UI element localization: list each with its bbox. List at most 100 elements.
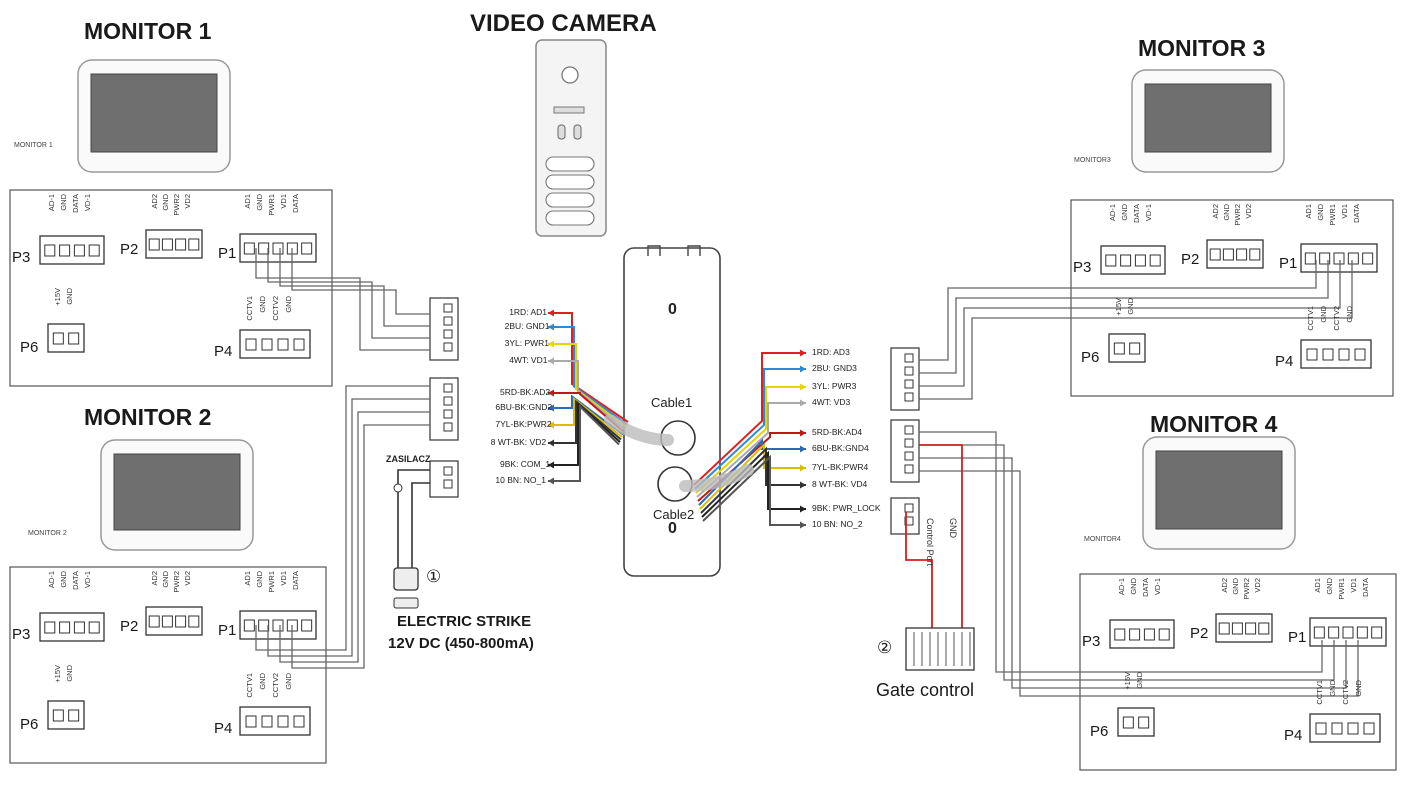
monitor3-wire [919, 260, 1317, 361]
cable1-wire [548, 326, 628, 426]
monitor3-p3-pin-label: AD-1 [1108, 204, 1117, 222]
monitor4-p3-pin-label: AD-1 [1117, 578, 1126, 596]
monitor3-p3-pin [1134, 254, 1146, 267]
monitor1-p1-pin-label: GND [255, 194, 264, 211]
strike-line1: ELECTRIC STRIKE [397, 613, 532, 630]
left-block-monitor2-pin [443, 396, 453, 406]
cable1-arrow [548, 309, 554, 317]
cable1-label-5: 5RD-BK:AD2 [500, 387, 551, 397]
monitor2-p2-pin-label: GND [161, 571, 170, 588]
monitor4-p4-pin-label: GND [1354, 680, 1363, 697]
monitor4-p6-label: P6 [1090, 723, 1109, 740]
monitor1-p2-pin-label: PWR2 [172, 194, 181, 216]
monitor2-caption: MONITOR 2 [28, 530, 67, 537]
monitor4-p1-pin [1371, 626, 1383, 639]
control-unit-tabs [647, 245, 701, 256]
monitor4-p3-pin-label: GND [1129, 578, 1138, 595]
monitor1-p6-pin [52, 332, 64, 345]
monitor2-p1-pin [301, 619, 313, 632]
monitor2-p2-pin [161, 615, 173, 628]
monitor4-p2-pin [1218, 622, 1230, 635]
monitor2-p3-pin-label: GND [59, 571, 68, 588]
cable1-arrow [548, 421, 554, 429]
monitor3-p1-label: P1 [1279, 255, 1298, 272]
monitor1-p6-pin-label: GND [65, 288, 74, 305]
monitor2-p1-pin [243, 619, 255, 632]
monitor2-p4-pin-label: CCTV2 [271, 673, 280, 698]
monitor4-p6-pin-label: GND [1135, 672, 1144, 689]
right-block-monitor3-pin [904, 379, 914, 389]
monitor4-wire [919, 431, 1323, 673]
monitor3-title: MONITOR 3 [1138, 35, 1266, 61]
monitor2-p2-pin [175, 615, 187, 628]
gate-number: ② [877, 638, 893, 657]
right-block-monitor3-pin [904, 366, 914, 376]
monitor2-p1-pin [272, 619, 284, 632]
monitor2-p2-label: P2 [120, 618, 139, 635]
monitor3-p1-pin-label: AD1 [1304, 204, 1313, 219]
monitor2-p4-pin [293, 715, 305, 728]
monitor2-p3-pin-label: VD-1 [83, 571, 92, 589]
monitor4-wire [919, 444, 1335, 681]
camera-title: VIDEO CAMERA [470, 10, 657, 37]
cable2-arrow [800, 383, 806, 391]
monitor2-p3-pin [59, 621, 71, 634]
cable1-arrow [548, 439, 554, 447]
monitor3-p4-pin [1322, 348, 1334, 361]
right-block-gate-pin [904, 516, 914, 526]
monitor1-p2-pin [175, 238, 187, 251]
monitor1-p6-pin [68, 332, 80, 345]
monitor2-p3-pin-label: AD-1 [47, 571, 56, 589]
cable1-arrow [548, 357, 554, 365]
camera-lens [561, 66, 579, 84]
cable1-arrow [548, 323, 554, 331]
monitor3-p4-label: P4 [1275, 353, 1294, 370]
monitor1-p3-pin [59, 244, 71, 257]
right-block-monitor3-pin [904, 392, 914, 402]
cable2-label-8: 8 WT-BK: VD4 [812, 479, 868, 489]
left-block-monitor2-pin [443, 383, 453, 393]
monitor3-p1-pin-label: VD1 [1340, 204, 1349, 219]
monitor3-p3-label: P3 [1073, 259, 1092, 276]
right-block-gate-pin [904, 503, 914, 513]
monitor1-title: MONITOR 1 [84, 18, 212, 44]
monitor3-p6-pin [1113, 342, 1125, 355]
cable2-label-9: 9BK: PWR_LOCK [812, 503, 881, 513]
cable2-wire [694, 368, 806, 490]
monitor3-p1-pin [1362, 252, 1374, 265]
monitor4-p1-pin [1342, 626, 1354, 639]
monitor4-p4-pin [1347, 722, 1359, 735]
monitor4-p1-pin-label: GND [1325, 578, 1334, 595]
cable1-wire [548, 343, 627, 428]
cable1-sheath [604, 414, 674, 446]
camera-speaker [553, 106, 585, 114]
monitor3-screen [1144, 83, 1272, 153]
monitor3-p6-pin [1129, 342, 1141, 355]
monitor4-p4-pin [1363, 722, 1375, 735]
cable2-label-4: 4WT: VD3 [812, 397, 851, 407]
monitor1-p1-pin-label: AD1 [243, 194, 252, 209]
monitor3-p1-pin-label: PWR1 [1328, 204, 1337, 226]
monitor1-p4-pin-label: GND [258, 296, 267, 313]
monitor2-p2-pin-label: AD2 [150, 571, 159, 586]
cable2-arrow [800, 445, 806, 453]
camera-call-button [545, 174, 595, 190]
monitor3-p4-pin [1306, 348, 1318, 361]
cable1-label-9: 9BK: COM_1 [500, 459, 551, 469]
monitor2-p2-pin-label: PWR2 [172, 571, 181, 593]
cable2-label-5: 5RD-BK:AD4 [812, 427, 863, 437]
monitor4-p1-label: P1 [1288, 629, 1307, 646]
cable1-label-8: 8 WT-BK: VD2 [490, 437, 547, 447]
monitor3-p3-pin [1105, 254, 1117, 267]
monitor3-p2-pin [1236, 248, 1248, 261]
cable2-label: Cable2 [653, 507, 695, 522]
monitor2-wire [255, 385, 430, 651]
camera-led-right [573, 124, 582, 140]
cable2-wire [696, 402, 806, 498]
right-block-monitor4-pin [904, 425, 914, 435]
monitor3-p2-pin-label: PWR2 [1233, 204, 1242, 226]
cable1-label-6: 6BU-BK:GND2 [495, 402, 553, 412]
monitor1-p2-pin [148, 238, 160, 251]
monitor4-p2-pin-label: VD2 [1253, 578, 1262, 593]
monitor1-p1-pin-label: PWR1 [267, 194, 276, 216]
